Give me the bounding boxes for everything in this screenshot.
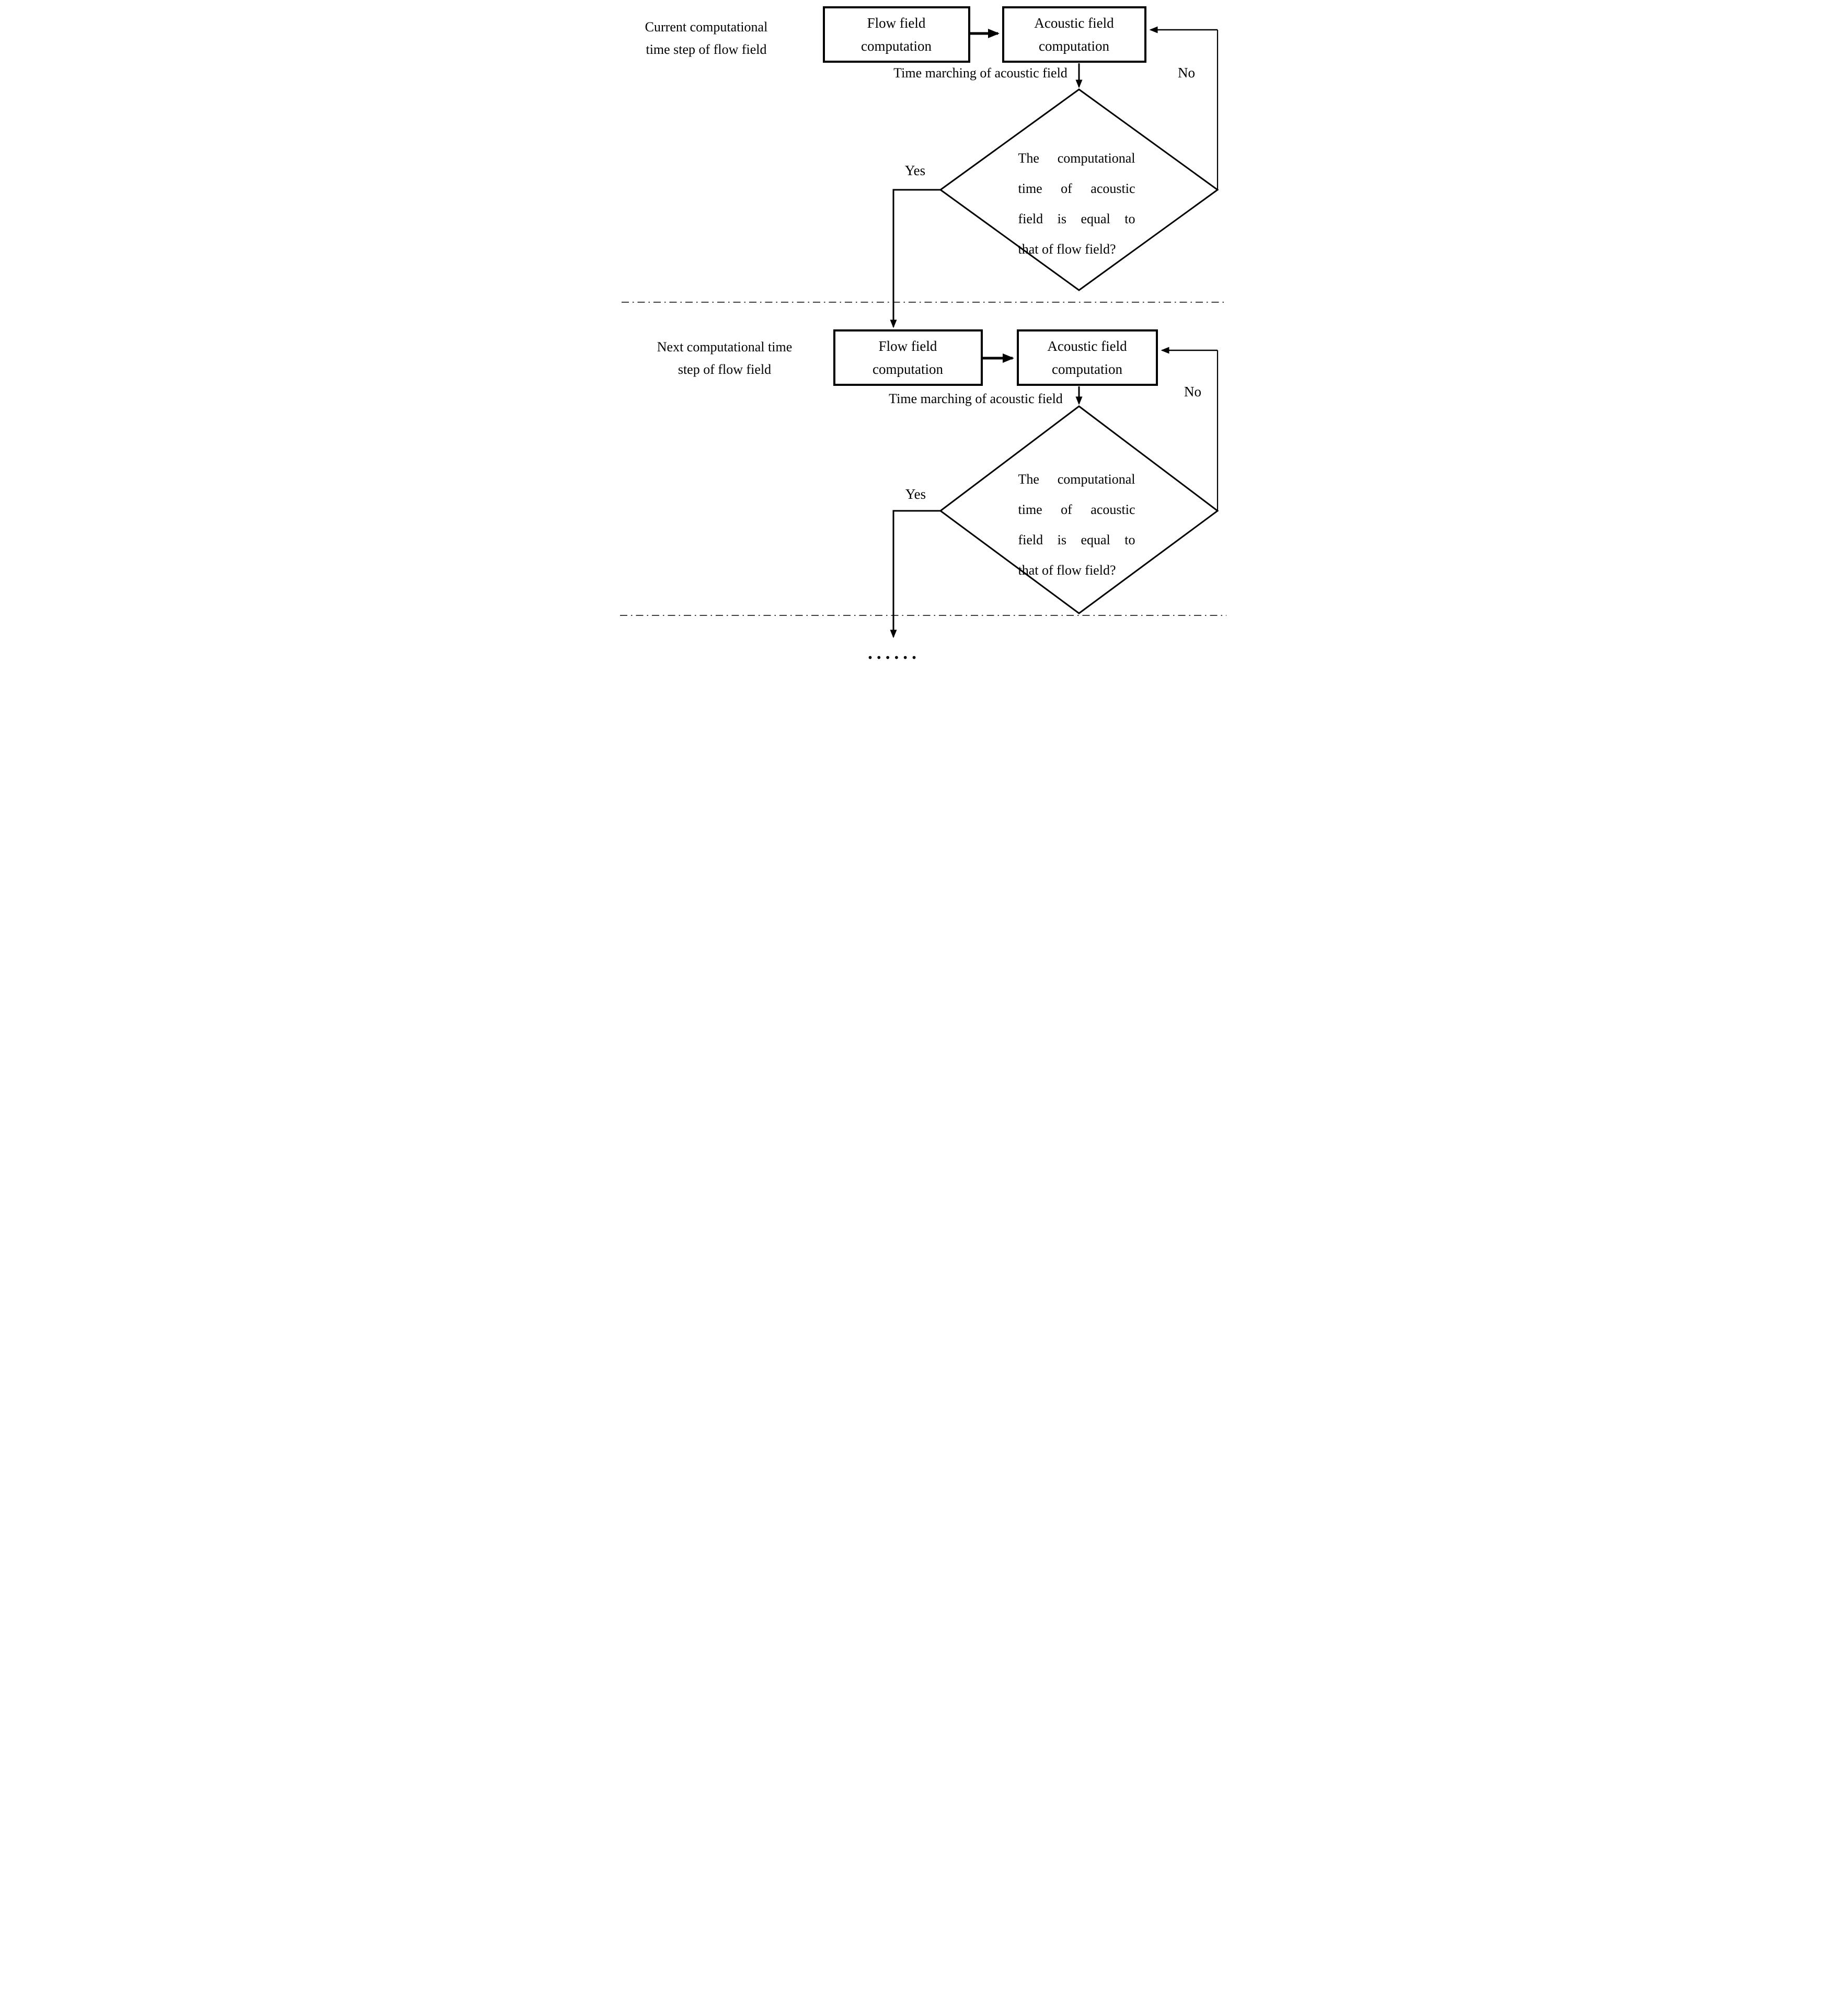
flow-field-computation-box-2: Flow field computation [833, 329, 983, 386]
acoustic-field-computation-box-1: Acoustic field computation [1002, 6, 1146, 63]
section-1-label-line-1: Current computational [645, 19, 768, 35]
yes-label-1: Yes [904, 163, 926, 178]
no-label-2: No [1184, 384, 1201, 399]
flowchart-figure: Current computational time step of flow … [616, 0, 1232, 667]
section-2-label-line-1: Next computational time [657, 339, 793, 354]
section-2-label-line-2: step of flow field [678, 362, 772, 377]
flow-box-1-line-2: computation [861, 38, 932, 54]
yes-label-2: Yes [905, 486, 926, 502]
time-marching-label-2: Time marching of acoustic field [889, 391, 1063, 406]
acoustic-box-2-line-2: computation [1052, 361, 1122, 377]
decision-2-line-3: field is equal to [1018, 532, 1135, 547]
section-1-label: Current computational time step of flow … [624, 16, 789, 61]
decision-2-line-4: that of flow field? [1018, 563, 1116, 578]
flow-field-computation-box-1: Flow field computation [822, 6, 970, 63]
decision-2-line-2: time of acoustic [1018, 502, 1135, 517]
no-label-1: No [1178, 65, 1195, 81]
flow-box-2-line-1: Flow field [878, 338, 937, 354]
yes-path-2 [890, 510, 940, 638]
flow-box-2-line-2: computation [873, 361, 943, 377]
yes-path-1 [890, 189, 940, 328]
acoustic-box-1-line-1: Acoustic field [1034, 15, 1114, 31]
decision-text-1: The computational time of acoustic field… [1018, 143, 1135, 265]
section-2-label: Next computational time step of flow fie… [645, 336, 805, 381]
decision-1-line-3: field is equal to [1018, 211, 1135, 226]
section-1-label-line-2: time step of flow field [646, 42, 767, 57]
decision-1-line-4: that of flow field? [1018, 242, 1116, 257]
acoustic-field-computation-box-2: Acoustic field computation [1016, 329, 1158, 386]
decision-2-line-1: The computational [1018, 472, 1135, 487]
decision-text-2: The computational time of acoustic field… [1018, 464, 1135, 586]
flow-box-1-line-1: Flow field [867, 15, 926, 31]
decision-1-line-2: time of acoustic [1018, 181, 1135, 196]
time-marching-label-1: Time marching of acoustic field [893, 65, 1068, 81]
decision-diamond-1 [938, 88, 1219, 291]
continuation-ellipsis: •••••• [867, 651, 920, 664]
decision-1-line-1: The computational [1018, 151, 1135, 166]
flowchart-lines [619, 26, 1226, 638]
acoustic-box-1-line-2: computation [1039, 38, 1109, 54]
decision-diamond-2 [938, 405, 1219, 614]
acoustic-box-2-line-1: Acoustic field [1047, 338, 1127, 354]
